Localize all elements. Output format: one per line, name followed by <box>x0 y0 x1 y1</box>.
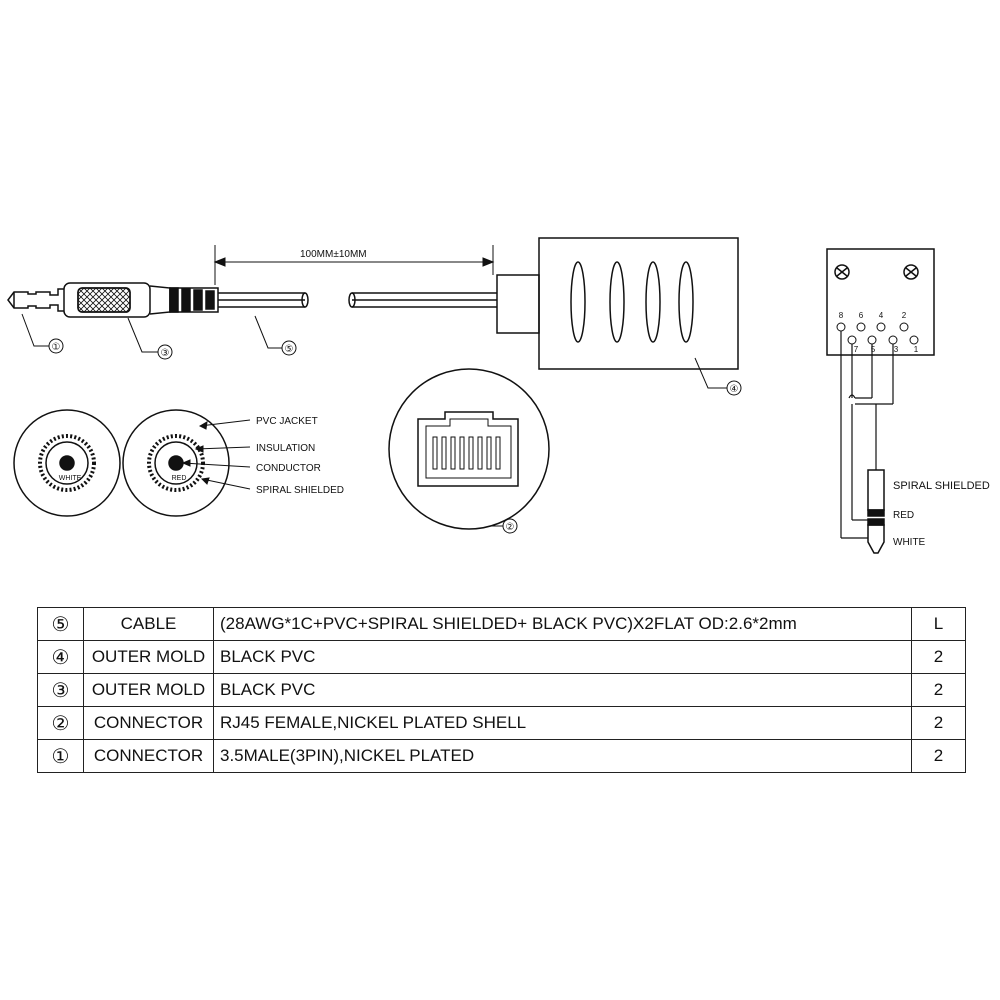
bom-item-description: 3.5MALE(3PIN),NICKEL PLATED <box>213 739 912 773</box>
label-conductor: CONDUCTOR <box>256 463 321 474</box>
cross-section-red <box>122 409 230 517</box>
bom-item-quantity: 2 <box>911 706 966 740</box>
bom-row: ② CONNECTOR RJ45 FEMALE,NICKEL PLATED SH… <box>37 706 966 740</box>
label-spiral-shielded: SPIRAL SHIELDED <box>256 485 344 496</box>
bom-item-description: (28AWG*1C+PVC+SPIRAL SHIELDED+ BLACK PVC… <box>213 607 912 641</box>
callout-numbers: ① ③ ⑤ ④ ② <box>52 342 739 533</box>
pin-5: 5 <box>871 345 876 354</box>
pinout-label-shield: SPIRAL SHIELDED <box>893 480 990 492</box>
bill-of-materials: ⑤ CABLE (28AWG*1C+PVC+SPIRAL SHIELDED+ B… <box>37 607 966 773</box>
wire-white-label: WHITE <box>59 475 82 482</box>
bom-item-description: BLACK PVC <box>213 640 912 674</box>
rj45-face <box>388 368 550 530</box>
bom-item-name: OUTER MOLD <box>83 640 214 674</box>
audio-plug <box>7 282 309 318</box>
section-leaders <box>181 419 251 490</box>
bom-item-name: OUTER MOLD <box>83 673 214 707</box>
dimension-label: 100MM±10MM <box>300 249 367 260</box>
strain-relief <box>169 287 219 313</box>
bom-item-quantity: 2 <box>911 640 966 674</box>
callout-leaders <box>21 313 742 534</box>
callout-2: ② <box>506 522 515 533</box>
pinout-jack <box>826 248 935 356</box>
bom-row: ① CONNECTOR 3.5MALE(3PIN),NICKEL PLATED … <box>37 739 966 773</box>
bom-item-description: BLACK PVC <box>213 673 912 707</box>
bom-item-name: CONNECTOR <box>83 739 214 773</box>
cross-section-white <box>13 409 121 517</box>
bom-item-number: ④ <box>37 640 84 674</box>
pinout-plug <box>867 469 885 554</box>
pin-6: 6 <box>859 311 864 320</box>
bom-row: ③ OUTER MOLD BLACK PVC 2 <box>37 673 966 707</box>
label-insulation: INSULATION <box>256 443 315 454</box>
bom-item-number: ② <box>37 706 84 740</box>
bom-row: ⑤ CABLE (28AWG*1C+PVC+SPIRAL SHIELDED+ B… <box>37 607 966 641</box>
pin-4: 4 <box>879 311 884 320</box>
bom-item-description: RJ45 FEMALE,NICKEL PLATED SHELL <box>213 706 912 740</box>
bom-item-quantity: 2 <box>911 739 966 773</box>
pin-8: 8 <box>839 311 844 320</box>
callout-1: ① <box>52 342 61 353</box>
pinout-label-white: WHITE <box>893 537 926 548</box>
label-pvc-jacket: PVC JACKET <box>256 416 318 427</box>
bom-item-number: ③ <box>37 673 84 707</box>
pinout-wiring <box>840 331 894 539</box>
wire-red-label: RED <box>172 475 187 482</box>
bom-item-quantity: 2 <box>911 673 966 707</box>
pinout-label-red: RED <box>893 510 914 521</box>
bom-item-number: ① <box>37 739 84 773</box>
pin-1: 1 <box>914 345 919 354</box>
callout-4: ④ <box>730 384 739 395</box>
bom-item-name: CONNECTOR <box>83 706 214 740</box>
bom-row: ④ OUTER MOLD BLACK PVC 2 <box>37 640 966 674</box>
pin-7: 7 <box>854 345 859 354</box>
pin-2: 2 <box>902 311 907 320</box>
callout-5: ⑤ <box>285 344 294 355</box>
rj45-mold <box>496 237 739 370</box>
cable-right <box>348 292 497 308</box>
bom-item-number: ⑤ <box>37 607 84 641</box>
callout-3: ③ <box>161 348 170 359</box>
bom-item-quantity: L <box>911 607 966 641</box>
bom-item-name: CABLE <box>83 607 214 641</box>
dimension-line <box>213 245 495 285</box>
pin-3: 3 <box>894 345 899 354</box>
